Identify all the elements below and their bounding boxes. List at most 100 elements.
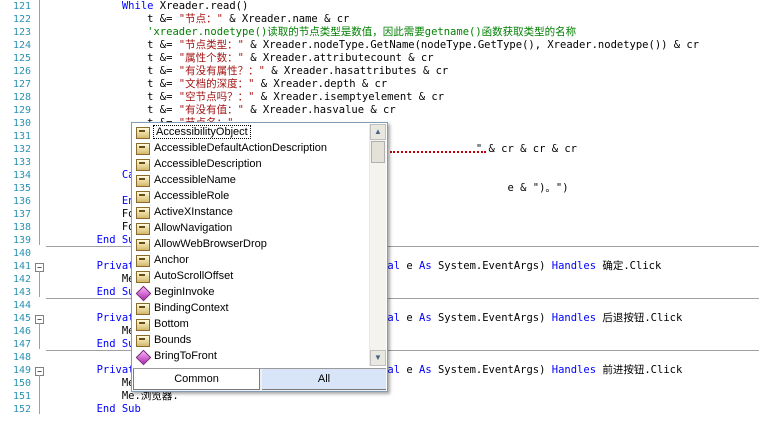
code-line: 140: [0, 247, 759, 260]
line-number: 150: [12, 378, 31, 389]
completion-item[interactable]: BeginInvoke: [133, 284, 369, 302]
tab-common[interactable]: Common: [133, 369, 260, 390]
code-token: System.EventArgs): [431, 312, 552, 324]
line-number-gutter: [0, 0, 46, 422]
code-token: t &=: [147, 52, 179, 64]
completion-item[interactable]: AllowWebBrowserDrop: [133, 236, 369, 252]
property-icon: [136, 175, 150, 187]
line-number: 133: [12, 157, 31, 168]
line-number: 136: [12, 196, 31, 207]
method-icon: [135, 285, 152, 302]
completion-item[interactable]: BringToFront: [133, 348, 369, 366]
string-token: "空节点吗？：": [178, 91, 255, 103]
completion-item[interactable]: AccessibleDescription: [133, 156, 369, 172]
code-token: System.EventArgs): [431, 260, 552, 272]
line-number: 124: [12, 40, 31, 51]
completion-item-label: AccessibleRole: [154, 190, 230, 202]
indent: [46, 13, 147, 25]
line-number: 131: [12, 131, 31, 142]
code-token: & Xreader.attributecount & cr: [243, 52, 434, 64]
property-icon: [136, 143, 150, 155]
code-token: t &=: [147, 104, 179, 116]
string-token: "节点：": [178, 13, 223, 25]
indent: [46, 0, 122, 12]
completion-item[interactable]: ActiveXInstance: [133, 204, 369, 220]
code-line: 123 'xreader.nodetype()读取的节点类型是数值，因此需要ge…: [0, 26, 759, 39]
completion-item[interactable]: AutoScrollOffset: [133, 268, 369, 284]
code-text: 'xreader.nodetype()读取的节点类型是数值，因此需要getnam…: [46, 26, 576, 39]
completion-item-label: Bottom: [154, 318, 189, 330]
code-token: e: [400, 312, 419, 324]
keyword-token: Handles: [551, 260, 597, 272]
completion-item[interactable]: Bottom: [133, 316, 369, 332]
completion-item-label: AllowNavigation: [154, 222, 233, 234]
property-icon: [136, 319, 150, 331]
keyword-token: End Sub: [46, 286, 141, 298]
completion-item[interactable]: AccessibleDefaultActionDescription: [133, 140, 369, 156]
method-separator: [46, 246, 759, 247]
code-token: System.EventArgs): [431, 364, 552, 376]
line-number: 121: [12, 1, 31, 12]
property-icon: [136, 271, 150, 283]
line-number: 135: [12, 183, 31, 194]
code-line: 124 t &= "节点类型：" & Xreader.nodeType.GetN…: [0, 39, 759, 52]
code-token: & Xreader.nodeType.GetName(nodeType.GetT…: [243, 39, 700, 51]
completion-item[interactable]: AllowNavigation: [133, 220, 369, 236]
completion-item[interactable]: AccessibilityObject: [133, 124, 369, 140]
completion-item[interactable]: AccessibleName: [133, 172, 369, 188]
code-text: t &= "节点：" & Xreader.name & cr: [46, 13, 349, 26]
keyword-token: End Sub: [46, 338, 141, 350]
code-token: & Xreader.hasvalue & cr: [243, 104, 396, 116]
scroll-up-button[interactable]: ▲: [370, 124, 386, 140]
completion-scrollbar[interactable]: ▲ ▼: [369, 124, 386, 366]
code-text: t &= "文档的深度：" & Xreader.depth & cr: [46, 78, 387, 91]
code-token: " & cr & cr & cr: [475, 143, 578, 155]
line-number: 142: [12, 274, 31, 285]
code-token: t &=: [147, 13, 179, 25]
completion-item-label: ActiveXInstance: [154, 206, 233, 218]
completion-item[interactable]: Bounds: [133, 332, 369, 348]
code-token: e & ")。"): [507, 182, 569, 194]
property-icon: [136, 127, 150, 139]
completion-item-label: AllowWebBrowserDrop: [154, 238, 267, 250]
scroll-down-button[interactable]: ▼: [370, 350, 386, 366]
line-number: 145: [12, 313, 31, 324]
code-line: 144: [0, 299, 759, 312]
code-line: 152 End Sub: [0, 403, 759, 416]
code-token: & Xreader.depth & cr: [254, 78, 388, 90]
comment-token: 'xreader.nodetype()读取的节点类型是数值，因此需要getnam…: [147, 26, 577, 38]
completion-tabs: Common All: [133, 368, 386, 391]
code-line: 148: [0, 351, 759, 364]
code-token: & Xreader.hasattributes & cr: [264, 65, 449, 77]
completion-item[interactable]: AccessibleRole: [133, 188, 369, 204]
line-number: 132: [12, 144, 31, 155]
outline-guide: [39, 375, 40, 414]
line-number: 141: [12, 261, 31, 272]
code-token: 前进按钮.Click: [596, 364, 683, 376]
line-number: 137: [12, 209, 31, 220]
code-text: While Xreader.read(): [46, 0, 248, 13]
line-number: 140: [12, 248, 31, 259]
outline-guide: [39, 323, 40, 349]
code-token: Xreader.read(): [153, 0, 249, 12]
code-line: 127 t &= "文档的深度：" & Xreader.depth & cr: [0, 78, 759, 91]
code-token: t &=: [147, 91, 179, 103]
method-separator: [46, 350, 759, 351]
code-line: 126 t &= "有没有属性？：" & Xreader.hasattribut…: [0, 65, 759, 78]
code-token: t &=: [147, 65, 179, 77]
completion-item-label: AccessibleName: [154, 174, 236, 186]
completion-item[interactable]: BindingContext: [133, 300, 369, 316]
tab-all[interactable]: All: [262, 369, 386, 390]
property-icon: [136, 207, 150, 219]
completion-item[interactable]: Anchor: [133, 252, 369, 268]
keyword-token: As: [419, 364, 432, 376]
line-number: 122: [12, 14, 31, 25]
property-icon: [136, 159, 150, 171]
completion-item-label: AccessibleDefaultActionDescription: [154, 142, 328, 154]
scroll-thumb[interactable]: [371, 141, 385, 163]
completion-item-label: BringToFront: [154, 350, 217, 362]
completion-item-label: AutoScrollOffset: [154, 270, 234, 282]
line-number: 146: [12, 326, 31, 337]
